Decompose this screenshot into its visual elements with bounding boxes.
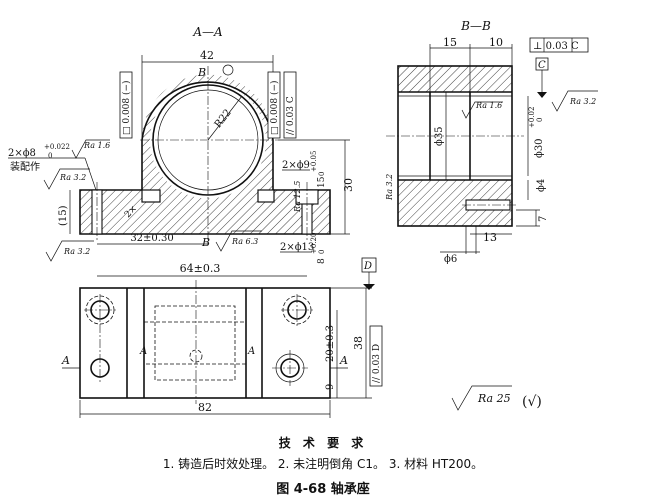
- dim-bb-13: 13: [483, 231, 497, 244]
- parallelism-frame-c: // 0.03 C: [283, 71, 297, 139]
- roughness-ra25: Ra 25: [477, 392, 511, 405]
- assembly-note: 装配作: [10, 160, 40, 173]
- cut-a-left: A: [61, 354, 70, 367]
- svg-text:□ 0.008 (−): □ 0.008 (−): [121, 80, 132, 135]
- dim-42: 42: [200, 49, 214, 62]
- hole-phi13: 2×ϕ13: [280, 242, 314, 253]
- cut-b-bottom: B: [201, 236, 210, 249]
- dim-c15: 15: [317, 176, 327, 188]
- section-label-a-a: A—A: [192, 25, 223, 39]
- dim-bb-phi35: ϕ35: [434, 126, 445, 146]
- roughness-rest-mark: (√): [522, 394, 542, 410]
- dim-c8-tol: +0.20: [310, 233, 318, 254]
- hole-callout: 2×ϕ8: [8, 148, 36, 159]
- svg-text:□ 0.008 (−): □ 0.008 (−): [269, 80, 280, 135]
- roughness-ra16-left: Ra 1.6: [83, 141, 110, 150]
- roughness-ra32-left: Ra 3.2: [59, 173, 86, 182]
- base-slot-left: [141, 189, 161, 203]
- perpendicularity-frame-c: ⊥ 0.03 C: [529, 37, 589, 53]
- dim-32: 32±0.30: [130, 233, 173, 244]
- section-label-b-b: B—B: [460, 19, 491, 33]
- dim-bb-15: 15: [443, 36, 457, 49]
- roughness-ra32-bottom: Ra 3.2: [63, 247, 90, 256]
- svg-text:// 0.03 D: // 0.03 D: [372, 344, 382, 383]
- cut-a-inner-right: A: [247, 346, 255, 357]
- general-roughness-mark: Ra 25 (√): [451, 385, 542, 411]
- dim-bb-phi6: ϕ6: [444, 254, 457, 265]
- dim-bb-phi30: ϕ30: [534, 138, 545, 158]
- technical-requirements-title: 技 术 要 求: [278, 436, 368, 450]
- figure-caption: 图 4-68 轴承座: [276, 482, 370, 497]
- roughness-circle-mark: [222, 64, 234, 76]
- cut-a-right: A: [339, 354, 348, 367]
- dim-bb-phi30-tol: +0.02: [528, 107, 536, 128]
- engineering-drawing: A—A R22 B B 42 □ 0.008 (−): [8, 19, 598, 418]
- roughness-ra16-bore: Ra 1.6: [475, 101, 502, 110]
- dim-9: 9: [325, 384, 336, 390]
- dim-20: 20±0.3: [325, 325, 336, 362]
- dim-38: 38: [352, 336, 365, 350]
- section-b-b-body: [398, 66, 512, 226]
- top-view-plate: [79, 287, 331, 399]
- section-view-a-a: A—A R22 B B 42 □ 0.008 (−): [8, 25, 355, 264]
- flatness-frame-right: □ 0.008 (−): [267, 71, 281, 139]
- dim-c8-tol0: 0: [318, 250, 326, 254]
- roughness-ra32-right: Ra 3.2: [569, 97, 596, 106]
- roughness-ra63: Ra 6.3: [231, 237, 258, 246]
- datum-d-label: D: [363, 261, 372, 272]
- cut-a-inner-left: A: [139, 346, 147, 357]
- dim-c8: 8: [317, 258, 327, 264]
- base-slot-right: [257, 189, 275, 203]
- dim-bb-10: 10: [489, 36, 503, 49]
- dim-30: 30: [342, 178, 355, 192]
- top-view: 64±0.3 D A A A A: [61, 257, 383, 418]
- flatness-frame-left: □ 0.008 (−): [119, 71, 133, 139]
- technical-requirements-items: 1. 铸造后时效处理。 2. 未注明倒角 C1。 3. 材料 HT200。: [162, 457, 484, 471]
- dim-bb-phi30-tol0: 0: [536, 118, 544, 122]
- hole-tol-lower: 0: [48, 152, 52, 160]
- section-view-b-b: B—B 15 10 ⊥ 0.03 C C: [385, 19, 598, 265]
- parallelism-frame-d: // 0.03 D: [369, 325, 383, 387]
- dim-bb-phi4: ϕ4: [536, 179, 547, 192]
- section-b-b-outline: [397, 65, 513, 227]
- datum-c-label: C: [538, 60, 546, 71]
- svg-text:// 0.03 C: // 0.03 C: [286, 96, 296, 135]
- hole-tol-upper: +0.022: [44, 143, 70, 151]
- cut-b-top: B: [197, 66, 206, 79]
- dim-82: 82: [198, 401, 212, 414]
- dim-15: (15): [58, 205, 69, 226]
- hole-phi9: 2×ϕ9: [282, 160, 310, 171]
- svg-text:⊥ 0.03 C: ⊥ 0.03 C: [533, 41, 579, 52]
- dim-64: 64±0.3: [180, 262, 221, 275]
- roughness-ra32-vertical: Ra 3.2: [385, 174, 394, 201]
- dim-c15-tol: +0.05: [310, 151, 318, 172]
- roughness-ra125: Ra 12.5: [293, 181, 302, 213]
- dim-bb-7: 7: [538, 216, 549, 222]
- dim-c15-tol0: 0: [318, 172, 326, 176]
